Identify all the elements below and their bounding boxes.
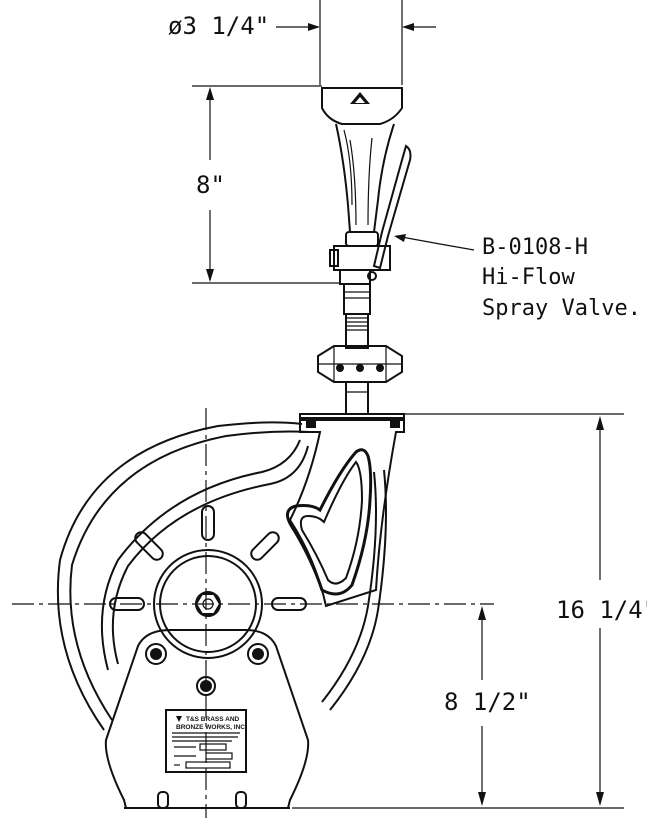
hose-reel: [56, 413, 405, 731]
total-height-dimension: 16 1/4": [292, 413, 647, 809]
callout-desc: Spray Valve.: [482, 296, 641, 321]
valve-height-label: 8": [196, 171, 225, 199]
total-height-label: 16 1/4": [556, 596, 647, 624]
swivel-coupling: [317, 345, 403, 415]
valve-height-dimension: 8": [192, 85, 340, 284]
nameplate-brand-2: BRONZE WORKS, INC.: [176, 724, 247, 731]
reel-stand: T&S BRASS AND BRONZE WORKS, INC.: [104, 629, 310, 809]
axle-height-label: 8 1/2": [444, 688, 531, 716]
callout-model: B-0108-H: [482, 235, 588, 260]
diameter-dimension: ø3 1/4": [168, 0, 436, 85]
axle-height-dimension: 8 1/2": [444, 606, 531, 806]
nameplate-brand-1: T&S BRASS AND: [186, 716, 240, 723]
valve-callout: B-0108-H Hi-Flow Spray Valve.: [394, 234, 641, 321]
brand-logo-icon: [176, 716, 182, 722]
callout-name: Hi-Flow: [482, 265, 575, 290]
diameter-label: ø3 1/4": [168, 12, 269, 40]
spray-valve: [321, 87, 412, 349]
